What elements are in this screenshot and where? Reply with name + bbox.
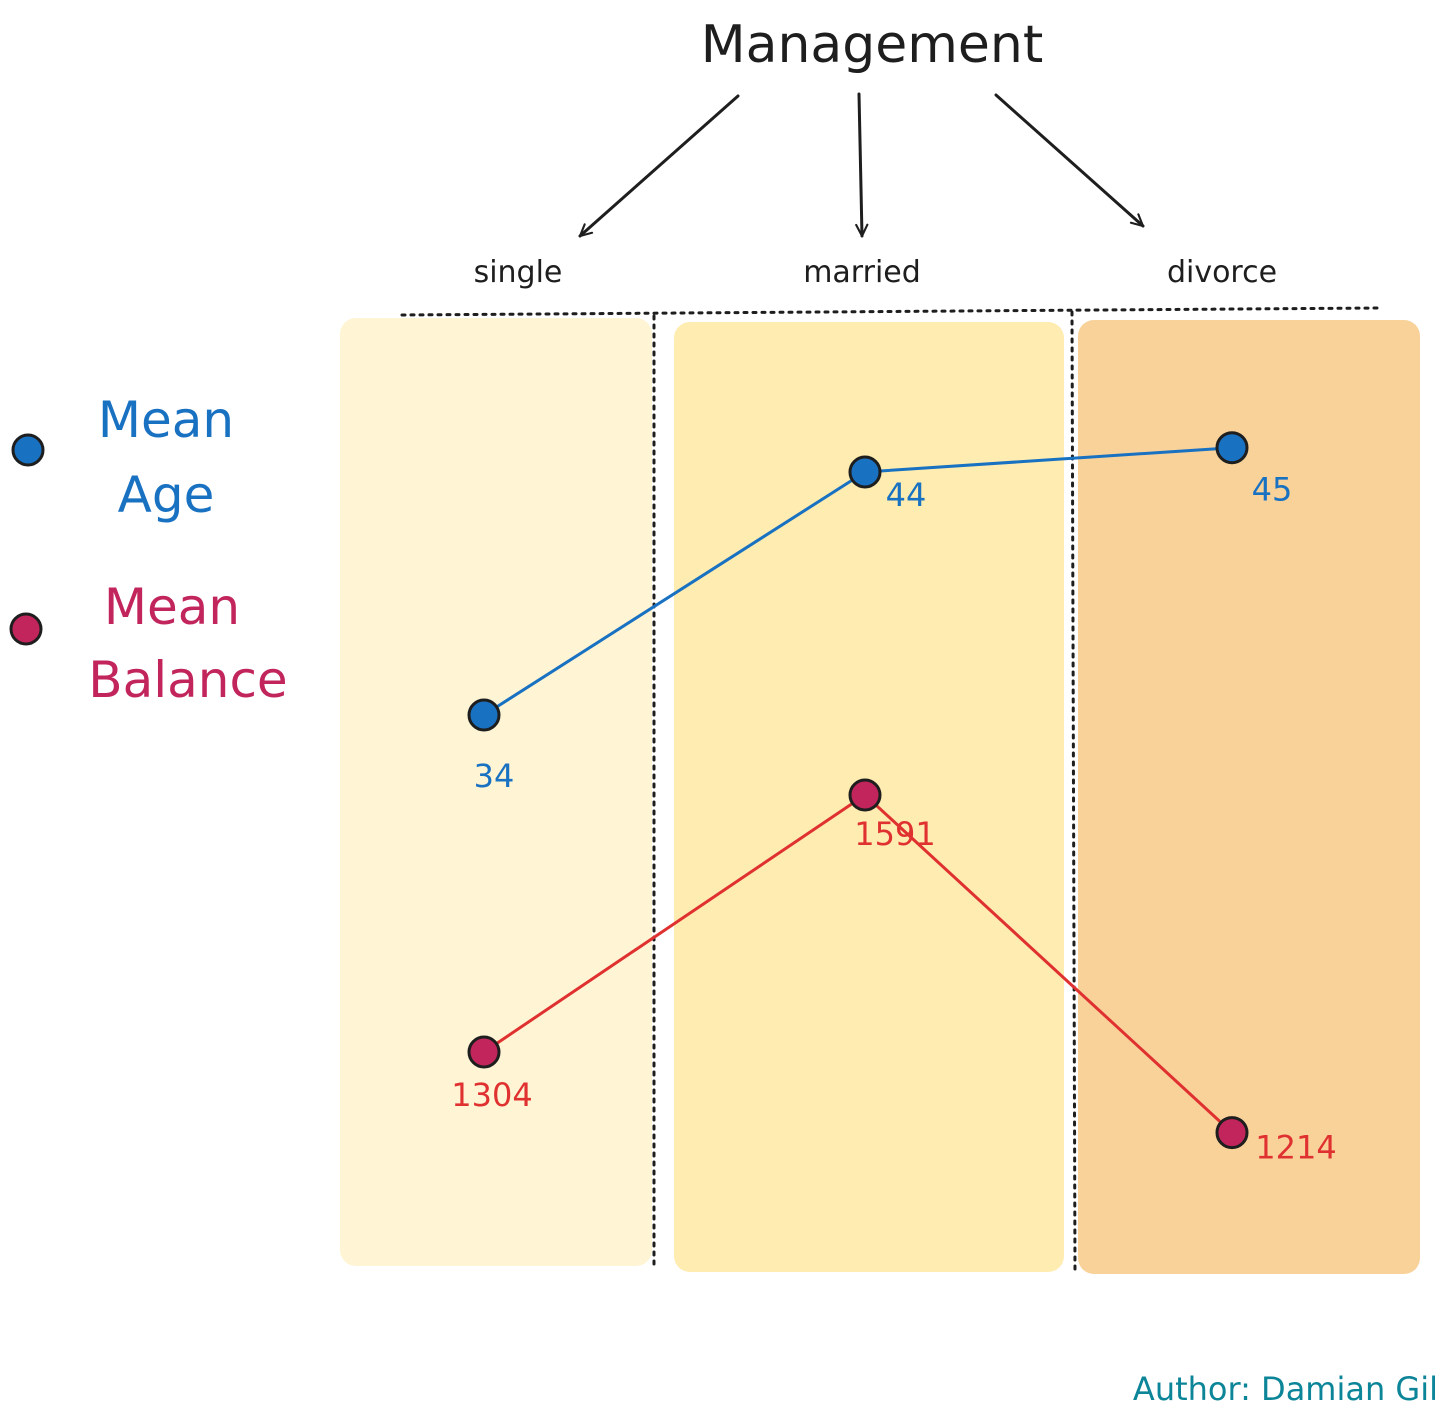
legend-label-age-line1: Mean [98,391,234,449]
arrow-to-single [578,94,740,238]
data-label-mean-age-single: 34 [474,757,515,795]
data-label-mean-age-divorce: 45 [1252,471,1293,509]
author-credit: Author: Damian Gil [1133,1370,1438,1408]
arrow-to-married [855,92,869,238]
data-point-mean-balance-divorce [1215,1116,1249,1150]
data-label-mean-age-married: 44 [886,476,927,514]
data-point-mean-balance-married [848,778,882,812]
data-point-mean-balance-single [467,1035,501,1069]
arrow-to-divorce [994,93,1145,228]
divider-2 [1070,310,1077,1274]
data-point-mean-age-married [848,455,882,489]
series-points-mean-age: 34 44 45 [467,431,1293,795]
data-label-mean-balance-single: 1304 [451,1076,532,1114]
legend-label-balance-line1: Mean [104,578,240,636]
category-label-divorce: divorce [1167,255,1277,290]
column-bg-divorce [1078,320,1420,1274]
legend-marker-balance [9,612,43,646]
data-point-mean-age-divorce [1215,431,1249,465]
legend-label-balance-line2: Balance [88,651,287,709]
chart-title: Management [701,15,1044,75]
column-bg-single [340,318,652,1266]
data-point-mean-age-single [467,698,501,732]
divider-top [400,306,1380,317]
category-label-married: married [803,255,921,290]
data-label-mean-balance-married: 1591 [854,815,935,853]
legend-marker-age [11,433,45,467]
series-points-mean-balance: 1304 1591 1214 [451,778,1337,1167]
legend-label-age-line2: Age [118,466,215,524]
category-label-single: single [474,255,563,290]
data-label-mean-balance-divorce: 1214 [1255,1129,1336,1167]
